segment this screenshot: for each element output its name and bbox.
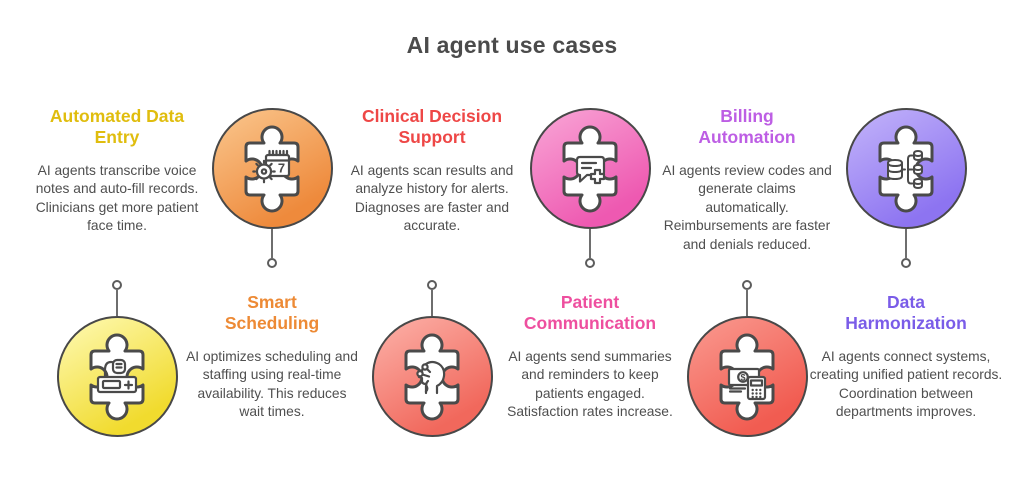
use-case-description: AI optimizes scheduling and staffing usi… — [186, 348, 358, 420]
use-case-description: AI agents connect systems, creating unif… — [809, 348, 1003, 420]
dollar-sign: $ — [740, 372, 745, 382]
connector-and-icon — [529, 108, 651, 268]
connector-line — [589, 229, 591, 258]
use-case-description: AI agents transcribe voice notes and aut… — [35, 162, 199, 234]
connector-dot — [112, 280, 122, 290]
use-case-title: Data Harmonization — [845, 292, 967, 334]
use-case-billing-automation: Billing Automation AI agents review code… — [647, 100, 847, 437]
connector-line — [905, 229, 907, 258]
connector-and-icon — [845, 108, 967, 268]
connector-dot — [267, 258, 277, 268]
use-case-title: Patient Communication — [523, 292, 657, 334]
use-case-text-block: Data Harmonization AI agents connect sys… — [808, 288, 1005, 422]
connector-and-icon — [56, 280, 178, 437]
use-case-description: AI agents review codes and generate clai… — [662, 162, 832, 252]
use-case-automated-data-entry: Automated Data Entry AI agents transcrib… — [17, 100, 217, 437]
connector-and-icon: 7 — [211, 108, 333, 268]
connector-dot — [427, 280, 437, 290]
use-case-clinical-decision-support: Clinical Decision Support AI agents scan… — [332, 100, 532, 437]
use-case-smart-scheduling: 7 Smart Scheduling AI optimizes scheduli… — [172, 100, 372, 422]
connector-dot — [742, 280, 752, 290]
use-case-title: Smart Scheduling — [224, 292, 320, 334]
use-case-title: Clinical Decision Support — [361, 106, 503, 148]
use-case-description: AI agents send summaries and reminders t… — [507, 348, 673, 420]
use-case-text-block: Clinical Decision Support AI agents scan… — [341, 102, 523, 236]
use-case-patient-communication: Patient Communication AI agents send sum… — [490, 100, 690, 422]
connector-dot — [901, 258, 911, 268]
money-calculator-icon: $ — [686, 316, 808, 437]
decision-mind-icon — [371, 316, 493, 437]
calendar-gear-icon: 7 — [211, 108, 333, 229]
page-title: AI agent use cases — [406, 32, 618, 58]
use-case-title: Automated Data Entry — [49, 106, 185, 148]
connector-and-icon — [371, 280, 493, 437]
connector-line — [116, 290, 118, 316]
use-case-text-block: Smart Scheduling AI optimizes scheduling… — [186, 288, 358, 422]
use-case-title: Billing Automation — [698, 106, 796, 148]
connector-dot — [585, 258, 595, 268]
connector-and-icon: $ — [686, 280, 808, 437]
use-case-text-block: Automated Data Entry AI agents transcrib… — [25, 102, 210, 236]
database-harmonization-icon — [845, 108, 967, 229]
connector-line — [431, 290, 433, 316]
use-case-data-harmonization: Data Harmonization AI agents connect sys… — [806, 100, 1006, 422]
use-case-description: AI agents scan results and analyze histo… — [350, 162, 514, 234]
chat-medical-cross-icon — [529, 108, 651, 229]
use-case-text-block: Patient Communication AI agents send sum… — [504, 288, 676, 422]
use-case-text-block: Billing Automation AI agents review code… — [661, 102, 833, 254]
connector-line — [746, 290, 748, 316]
connector-line — [271, 229, 273, 258]
calendar-day-number: 7 — [278, 160, 285, 175]
voice-recorder-icon — [56, 316, 178, 437]
